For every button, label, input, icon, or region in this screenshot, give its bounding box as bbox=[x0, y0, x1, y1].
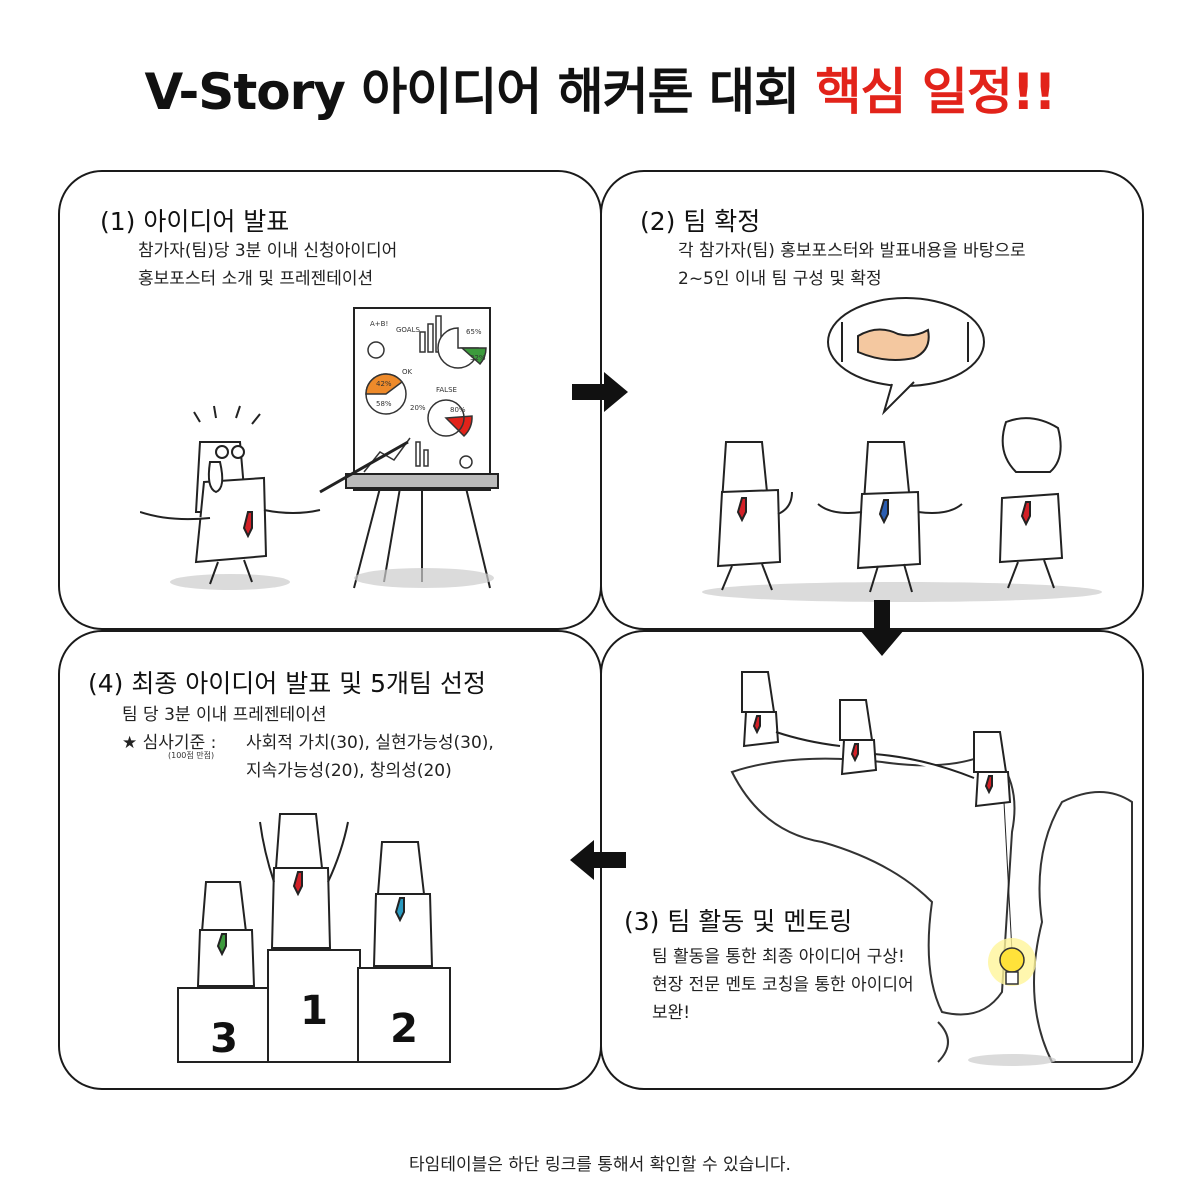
step3-line-1: 팀 활동을 통한 최종 아이디어 구상! bbox=[652, 947, 905, 967]
presenter-character bbox=[140, 405, 409, 590]
page-title: V-Story 아이디어 해커톤 대회 핵심 일정!! bbox=[0, 52, 1200, 124]
step3-line-3: 보완! bbox=[652, 1003, 691, 1023]
step1-line-2: 홍보포스터 소개 및 프레젠테이션 bbox=[138, 269, 374, 289]
presenter-illustration: A+B! GOALS OK FALSE 65% 32% 42% 58% 20% … bbox=[140, 307, 499, 590]
step1-line-1: 참가자(팀)당 3분 이내 신청아이디어 bbox=[138, 241, 398, 261]
page-title-accent: 핵심 일정!! bbox=[815, 63, 1056, 121]
step4-criteria-label: ★ 심사기준 : bbox=[122, 733, 217, 753]
page-title-main: V-Story 아이디어 해커톤 대회 bbox=[144, 63, 801, 121]
sketch-goals: GOALS bbox=[396, 326, 420, 334]
podium-second-label: 2 bbox=[390, 1006, 418, 1052]
arrow-down-icon bbox=[860, 600, 904, 656]
step2-line-2: 2~5인 이내 팀 구성 및 확정 bbox=[678, 269, 882, 289]
flipchart-sketches bbox=[363, 315, 487, 473]
step3-line-2: 현장 전문 멘토 코칭을 통한 아이디어 bbox=[652, 975, 914, 995]
footer-note: 타임테이블은 하단 링크를 통해서 확인할 수 있습니다. bbox=[409, 1155, 791, 1175]
step-panel-3: (3) 팀 활동 및 멘토링 팀 활동을 통한 최종 아이디어 구상! 현장 전… bbox=[600, 630, 1144, 1090]
step4-criteria-line-1: 사회적 가치(30), 실현가능성(30), bbox=[246, 733, 494, 753]
team-illustration bbox=[702, 297, 1102, 602]
step-panel-1: (1) 아이디어 발표 참가자(팀)당 3분 이내 신청아이디어 홍보포스터 소… bbox=[58, 170, 602, 630]
podium-third-label: 3 bbox=[210, 1016, 238, 1062]
sketch-ok: OK bbox=[402, 368, 413, 376]
step2-line-1: 각 참가자(팀) 홍보포스터와 발표내용을 바탕으로 bbox=[678, 241, 1026, 261]
step4-title: (4) 최종 아이디어 발표 및 5개팀 선정 bbox=[88, 669, 487, 698]
step1-title: (1) 아이디어 발표 bbox=[100, 207, 290, 236]
sketch-pct-58: 58% bbox=[376, 400, 392, 408]
step4-criteria-note: (100점 만점) bbox=[168, 751, 215, 760]
winners bbox=[196, 813, 434, 987]
climbing-team-illustration bbox=[730, 671, 1133, 1066]
sketch-formula: A+B! bbox=[370, 320, 388, 328]
arrow-right-icon bbox=[572, 372, 628, 412]
sketch-pct-32: 32% bbox=[470, 354, 486, 362]
arrow-left-icon bbox=[570, 840, 626, 880]
sketch-pct-65: 65% bbox=[466, 328, 482, 336]
sketch-pct-42: 42% bbox=[376, 380, 392, 388]
podium-first-label: 1 bbox=[300, 988, 328, 1034]
team-characters bbox=[702, 417, 1102, 602]
handshake-bubble bbox=[827, 297, 985, 416]
step2-title: (2) 팀 확정 bbox=[640, 207, 761, 236]
step-panel-4: (4) 최종 아이디어 발표 및 5개팀 선정 팀 당 3분 이내 프레젠테이션… bbox=[58, 630, 602, 1090]
sketch-pct-80: 80% bbox=[450, 406, 466, 414]
sketch-pct-20: 20% bbox=[410, 404, 426, 412]
lightbulb-icon bbox=[988, 938, 1036, 986]
climbers bbox=[741, 671, 1013, 953]
step-panel-2: (2) 팀 확정 각 참가자(팀) 홍보포스터와 발표내용을 바탕으로 2~5인… bbox=[600, 170, 1144, 630]
sketch-false: FALSE bbox=[436, 386, 457, 394]
step3-title: (3) 팀 활동 및 멘토링 bbox=[624, 907, 853, 936]
step4-line-1: 팀 당 3분 이내 프레젠테이션 bbox=[122, 705, 327, 725]
step4-criteria-line-2: 지속가능성(20), 창의성(20) bbox=[246, 761, 452, 781]
podium bbox=[177, 949, 451, 1063]
cliff-rocks bbox=[730, 750, 1133, 1063]
podium-illustration: 3 1 2 bbox=[177, 813, 451, 1063]
